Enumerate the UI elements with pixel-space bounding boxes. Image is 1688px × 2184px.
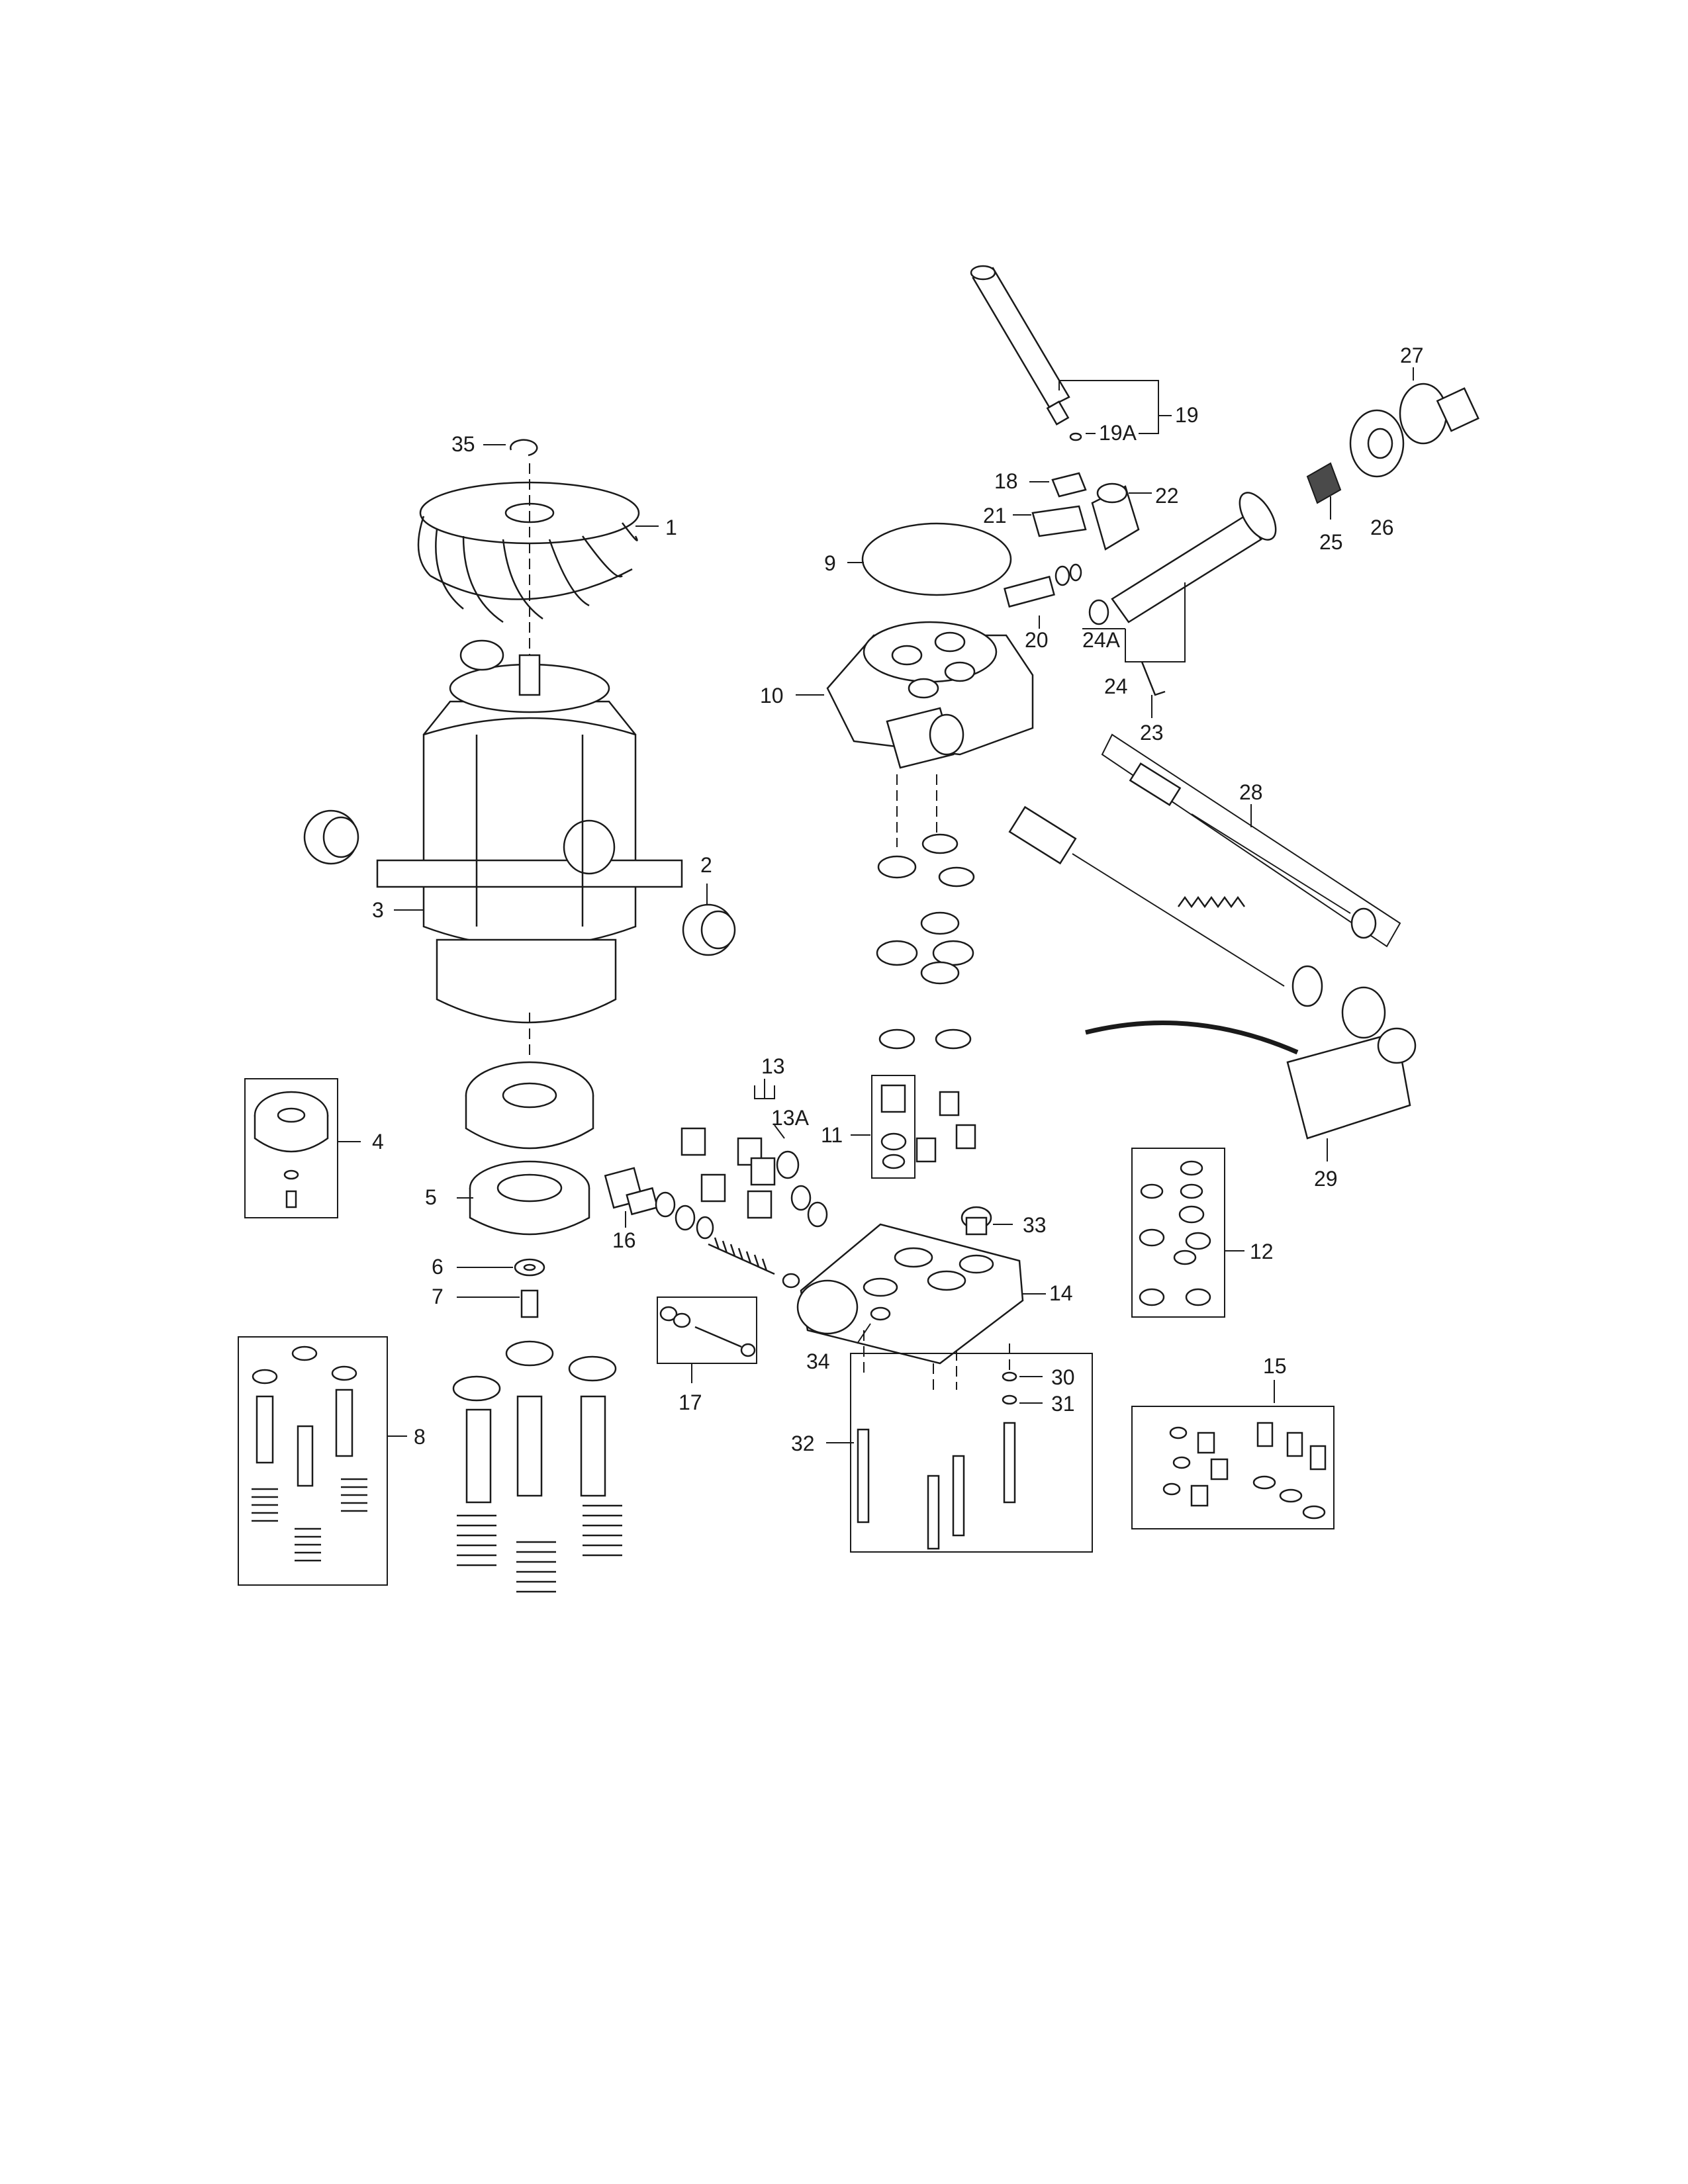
callout-23: 23: [1140, 721, 1164, 745]
part-2-brush-cap: [303, 809, 736, 956]
callout-13a: 13A: [771, 1106, 810, 1130]
part-20-inlet-parts: [1004, 563, 1082, 629]
callout-21: 21: [983, 504, 1007, 527]
callout-35: 35: [451, 432, 475, 456]
callout-16: 16: [612, 1228, 636, 1252]
part-8-piston-spring-set: [238, 1336, 622, 1593]
callout-31: 31: [1051, 1392, 1075, 1416]
callout-14: 14: [1049, 1281, 1073, 1305]
part-19-chemical-tube: [970, 265, 1172, 434]
part-13-check-valves: [680, 1079, 785, 1219]
part-4-boxed-wobble-plate-set: [244, 1078, 361, 1218]
part-32-screw-set: [826, 1330, 1093, 1553]
callout-17: 17: [679, 1390, 702, 1414]
callout-26: 26: [1370, 516, 1394, 539]
unloader-assembly: [1008, 805, 1386, 1039]
part-21-clip: [1013, 505, 1087, 537]
callout-1: 1: [665, 516, 677, 539]
callout-10: 10: [760, 684, 784, 707]
callout-8: 8: [414, 1425, 426, 1449]
callout-5: 5: [425, 1185, 437, 1209]
callout-4: 4: [372, 1130, 384, 1154]
part-35-retaining-clip: [483, 439, 538, 457]
part-29-pressure-switch: [1085, 1020, 1417, 1161]
callout-11: 11: [821, 1123, 843, 1147]
callout-25: 25: [1319, 530, 1343, 554]
callout-6: 6: [432, 1255, 444, 1279]
callout-7: 7: [432, 1285, 444, 1308]
head-seal-stack: [876, 833, 975, 1050]
part-5-bearing: [457, 1160, 590, 1236]
part-3-motor: [376, 639, 683, 1024]
part-11-valve-kit: [851, 1075, 976, 1179]
boxed-pistons: [252, 1345, 367, 1562]
part-1-cooling-fan: [417, 463, 659, 662]
part-13a-o-rings: [776, 1150, 828, 1228]
part-16-adapter: [604, 1167, 659, 1228]
part-19a-o-ring: [1069, 432, 1096, 441]
part-22-fitting: [1091, 482, 1152, 551]
callout-33: 33: [1023, 1213, 1047, 1237]
callout-2: 2: [700, 853, 712, 877]
part-23-pin: [1141, 661, 1166, 718]
part-24a-o-ring: [1088, 599, 1109, 625]
callout-3: 3: [372, 898, 384, 922]
callout-labels: 35 1 2 3 4 5 6 7 8 9 10 11 12 13 13A 14 …: [372, 343, 1424, 1455]
part-31-washer: [1002, 1394, 1043, 1405]
part-14-manifold: [796, 1223, 1046, 1365]
part-4-wobble-plate: [465, 1013, 594, 1150]
part-27-garden-hose-coupler: [1399, 367, 1479, 445]
callout-19a: 19A: [1099, 421, 1137, 445]
callout-27: 27: [1400, 343, 1424, 367]
part-18-clip: [1029, 472, 1087, 498]
callout-29: 29: [1314, 1167, 1338, 1191]
callout-18: 18: [994, 469, 1018, 493]
callout-9: 9: [824, 551, 836, 575]
part-28-unloader-valve-kit: [1101, 733, 1401, 948]
main-pistons: [452, 1340, 622, 1593]
callout-13: 13: [761, 1054, 785, 1078]
part-30-washer: [1002, 1371, 1043, 1382]
part-6-washer: [457, 1258, 545, 1277]
callout-15: 15: [1263, 1354, 1287, 1378]
part-15-valve-kit: [1131, 1380, 1335, 1529]
callout-28: 28: [1239, 780, 1263, 804]
callout-32: 32: [791, 1432, 815, 1455]
callout-22: 22: [1155, 484, 1179, 508]
part-7-screw: [457, 1289, 539, 1318]
part-9-large-o-ring: [847, 522, 1012, 596]
callout-19: 19: [1175, 403, 1199, 427]
callout-24a: 24A: [1082, 628, 1121, 652]
callout-20: 20: [1025, 628, 1049, 652]
callout-12: 12: [1250, 1240, 1274, 1263]
part-26-seal: [1349, 409, 1405, 478]
manifold-rod-and-o-rings: [655, 1191, 800, 1289]
part-17-rod-kit: [657, 1297, 757, 1383]
part-33-plug: [961, 1206, 1013, 1236]
part-12-seal-kit: [1131, 1148, 1244, 1318]
callout-30: 30: [1051, 1365, 1075, 1389]
part-10-pump-head: [796, 621, 1034, 847]
callout-34: 34: [806, 1349, 830, 1373]
part-25-filter: [1306, 462, 1342, 520]
callout-24: 24: [1104, 674, 1128, 698]
part-24-inlet-tube: [1082, 492, 1277, 662]
